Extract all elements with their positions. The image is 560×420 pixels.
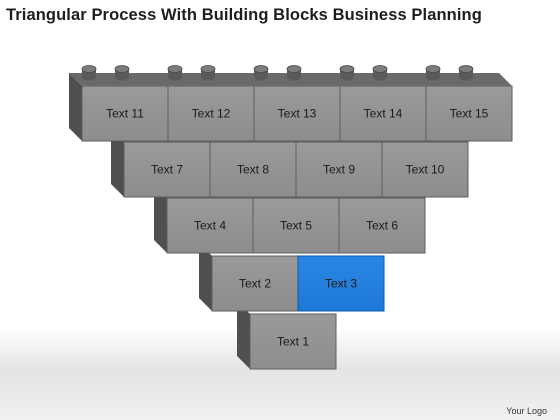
stud-top <box>114 65 130 73</box>
block-label: Text 13 <box>278 107 317 121</box>
stud <box>168 69 182 77</box>
building-block: Text 7 <box>123 141 211 198</box>
stud-base <box>115 73 129 81</box>
block-label: Text 15 <box>450 107 489 121</box>
block-label: Text 7 <box>151 163 183 177</box>
stud-top <box>286 65 302 73</box>
stud-base <box>168 73 182 81</box>
block-side-face <box>154 185 167 253</box>
block-label: Text 9 <box>323 163 355 177</box>
building-block: Text 5 <box>252 197 340 254</box>
block-label: Text 10 <box>406 163 445 177</box>
block-label: Text 4 <box>194 219 226 233</box>
building-block: Text 1 <box>249 313 337 370</box>
block-label: Text 12 <box>192 107 231 121</box>
stud-top <box>81 65 97 73</box>
block-face <box>425 85 513 142</box>
block-face <box>166 197 254 254</box>
block-side-face <box>237 301 250 369</box>
building-block: Text 13 <box>253 85 341 142</box>
building-block: Text 2 <box>211 255 299 312</box>
stud <box>373 69 387 77</box>
block-face <box>252 197 340 254</box>
block-face <box>339 85 427 142</box>
logo-text: Your Logo <box>506 406 547 416</box>
block-side-face <box>111 129 124 197</box>
stud-base <box>340 73 354 81</box>
stud-base <box>82 73 96 81</box>
stud <box>115 69 129 77</box>
stud <box>459 69 473 77</box>
stud <box>340 69 354 77</box>
stud-top <box>339 65 355 73</box>
block-face <box>253 85 341 142</box>
block-face <box>123 141 211 198</box>
block-label: Text 3 <box>325 277 357 291</box>
building-block: Text 14 <box>339 85 427 142</box>
block-face <box>81 85 169 142</box>
block-row-5: Text 1 <box>237 301 337 370</box>
block-row-1: Text 11 Text 12 Text 13 Text 14 Text 15 <box>69 65 513 142</box>
stud-top <box>458 65 474 73</box>
block-label: Text 5 <box>280 219 312 233</box>
building-block: Text 4 <box>166 197 254 254</box>
building-block: Text 9 <box>295 141 383 198</box>
block-studs <box>81 65 474 81</box>
block-row-2: Text 7 Text 8 Text 9 Text 10 <box>111 129 469 198</box>
highlighted-block-face <box>297 255 385 312</box>
block-face <box>249 313 337 370</box>
block-face <box>381 141 469 198</box>
building-block: Text 15 <box>425 85 513 142</box>
building-block: Text 11 <box>81 85 169 142</box>
block-side-face <box>69 73 82 141</box>
stud-top <box>425 65 441 73</box>
stud-base <box>201 73 215 81</box>
block-row-3: Text 4 Text 5 Text 6 <box>154 185 426 254</box>
stud-base <box>459 73 473 81</box>
stud-top <box>200 65 216 73</box>
block-label: Text 14 <box>364 107 403 121</box>
building-block: Text 3 <box>297 255 385 312</box>
stud <box>201 69 215 77</box>
block-label: Text 8 <box>237 163 269 177</box>
block-row-4: Text 2 Text 3 <box>199 243 385 312</box>
block-face <box>167 85 255 142</box>
stud-base <box>287 73 301 81</box>
block-face <box>338 197 426 254</box>
building-block: Text 12 <box>167 85 255 142</box>
page-title: Triangular Process With Building Blocks … <box>6 6 482 24</box>
block-label: Text 1 <box>277 335 309 349</box>
stud-base <box>373 73 387 81</box>
block-label: Text 11 <box>106 107 144 121</box>
stud-top <box>167 65 183 73</box>
block-face <box>211 255 299 312</box>
building-block: Text 10 <box>381 141 469 198</box>
stud <box>287 69 301 77</box>
block-face <box>295 141 383 198</box>
stud <box>254 69 268 77</box>
building-block: Text 8 <box>209 141 297 198</box>
stud-top <box>372 65 388 73</box>
building-block: Text 6 <box>338 197 426 254</box>
block-side-face <box>199 243 212 311</box>
stud-base <box>254 73 268 81</box>
block-face <box>209 141 297 198</box>
stud-top <box>253 65 269 73</box>
stud <box>426 69 440 77</box>
stud-base <box>426 73 440 81</box>
stud <box>82 69 96 77</box>
block-label: Text 6 <box>366 219 398 233</box>
block-label: Text 2 <box>239 277 271 291</box>
